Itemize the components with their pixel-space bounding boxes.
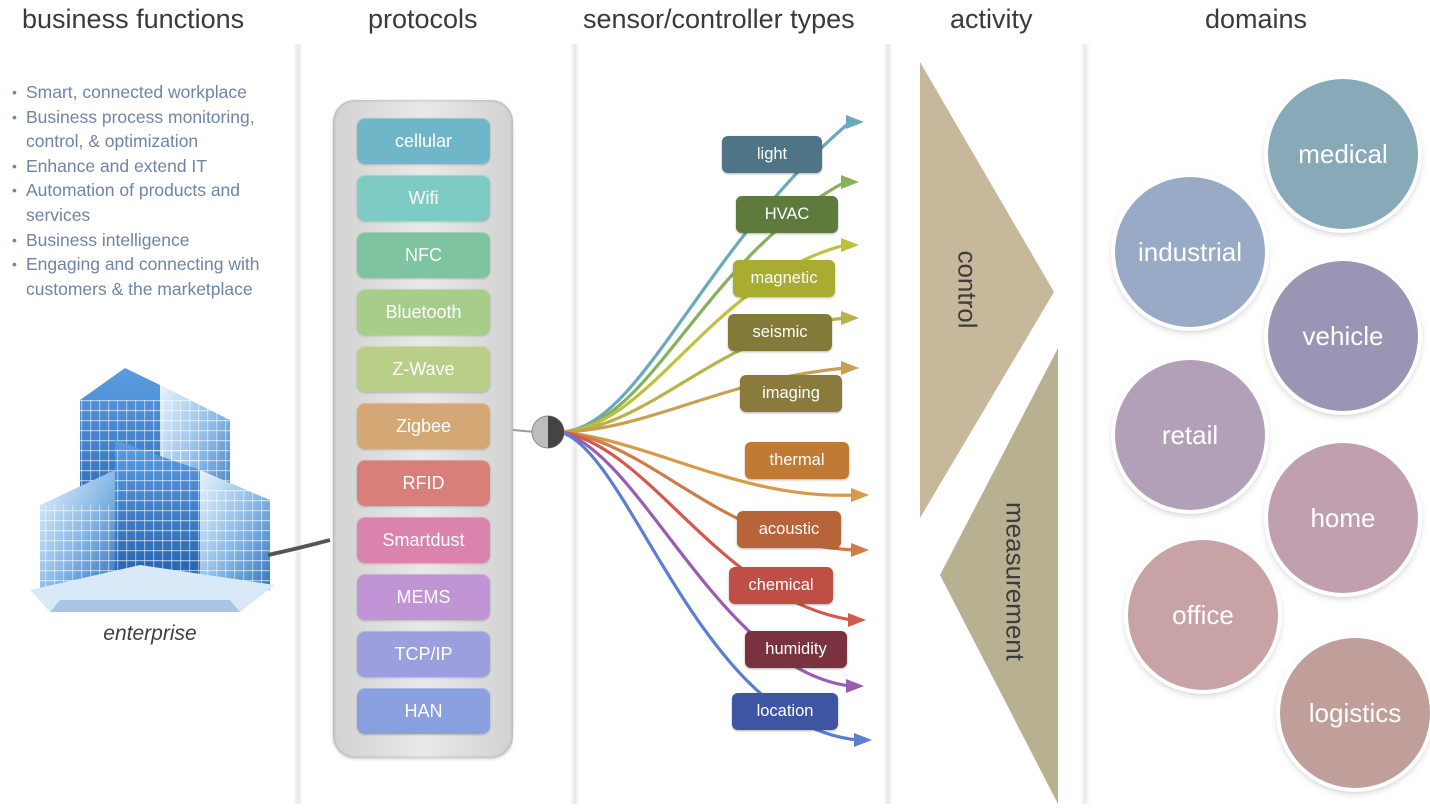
- funnel-line-top: [512, 107, 549, 425]
- divider-1: [293, 44, 303, 804]
- protocol-tcpip: TCP/IP: [357, 631, 490, 677]
- sensor-magnetic: magnetic: [733, 260, 835, 297]
- column-title-activity: activity: [950, 4, 1033, 34]
- sensor-thermal: thermal: [745, 442, 849, 479]
- arrowhead-icon: [851, 488, 869, 502]
- sensor-curve-imaging: [559, 366, 846, 434]
- funnel-line-bottom: [512, 439, 549, 751]
- column-title-business-functions: business functions: [22, 4, 245, 34]
- domain-home: home: [1268, 443, 1418, 593]
- sensor-humidity: humidity: [745, 631, 847, 668]
- sensor-curve-chemical: [559, 430, 853, 622]
- hub-connector: [512, 429, 536, 433]
- arrowhead-icon: [846, 679, 864, 693]
- column-title-protocols: protocols: [368, 4, 478, 34]
- domain-vehicle: vehicle: [1268, 261, 1418, 411]
- sensor-curve-thermal: [559, 430, 856, 497]
- divider-2: [570, 44, 580, 804]
- protocol-rfid: RFID: [357, 460, 490, 506]
- sensor-chemical: chemical: [729, 567, 833, 604]
- arrowhead-icon: [846, 115, 864, 129]
- domain-retail: retail: [1115, 360, 1265, 510]
- arrowhead-icon: [841, 175, 859, 189]
- business-function-item: Engaging and connecting with customers &…: [12, 252, 297, 301]
- protocol-cellular: cellular: [357, 118, 490, 164]
- domain-office: office: [1128, 540, 1278, 690]
- domain-medical: medical: [1268, 79, 1418, 229]
- measurement-triangle: [940, 348, 1058, 804]
- protocol-wifi: Wifi: [357, 175, 490, 221]
- business-function-item: Smart, connected workplace: [12, 80, 297, 105]
- arrowhead-icon: [841, 361, 859, 375]
- arrowhead-icon: [848, 613, 866, 627]
- divider-3: [883, 44, 893, 804]
- arrowhead-icon: [851, 543, 869, 557]
- sensor-acoustic: acoustic: [737, 511, 841, 548]
- protocol-mems: MEMS: [357, 574, 490, 620]
- sensor-light: light: [722, 136, 822, 173]
- column-title-sensor-types: sensor/controller types: [583, 4, 855, 34]
- control-triangle: [920, 62, 1054, 518]
- protocol-smartdust: Smartdust: [357, 517, 490, 563]
- protocol-zwave: Z-Wave: [357, 346, 490, 392]
- activity-control-label: control: [952, 250, 983, 329]
- business-function-item: Automation of products and services: [12, 178, 297, 227]
- business-function-item: Business intelligence: [12, 228, 297, 253]
- domain-industrial: industrial: [1115, 177, 1265, 327]
- business-function-item: Enhance and extend IT: [12, 154, 297, 179]
- sensor-curve-light: [559, 120, 852, 434]
- sensor-seismic: seismic: [728, 314, 832, 351]
- domain-logistics: logistics: [1280, 638, 1430, 788]
- protocol-zigbee: Zigbee: [357, 403, 490, 449]
- protocol-bluetooth: Bluetooth: [357, 289, 490, 335]
- sensor-location: location: [732, 693, 838, 730]
- enterprise-label: enterprise: [103, 622, 197, 645]
- arrowhead-icon: [854, 733, 872, 747]
- protocol-han: HAN: [357, 688, 490, 734]
- arrowhead-icon: [841, 311, 859, 325]
- business-function-item: Business process monitoring, control, & …: [12, 105, 297, 154]
- divider-4: [1080, 44, 1090, 804]
- business-functions-list: Smart, connected workplace Business proc…: [12, 80, 297, 301]
- column-title-domains: domains: [1205, 4, 1308, 34]
- activity-measurement-label: measurement: [1000, 502, 1031, 661]
- protocol-nfc: NFC: [357, 232, 490, 278]
- arrowhead-icon: [841, 238, 859, 252]
- sensor-imaging: imaging: [740, 375, 842, 412]
- sensor-hvac: HVAC: [736, 196, 838, 233]
- sensor-curve-humidity: [559, 430, 851, 688]
- hub-half: [548, 416, 564, 448]
